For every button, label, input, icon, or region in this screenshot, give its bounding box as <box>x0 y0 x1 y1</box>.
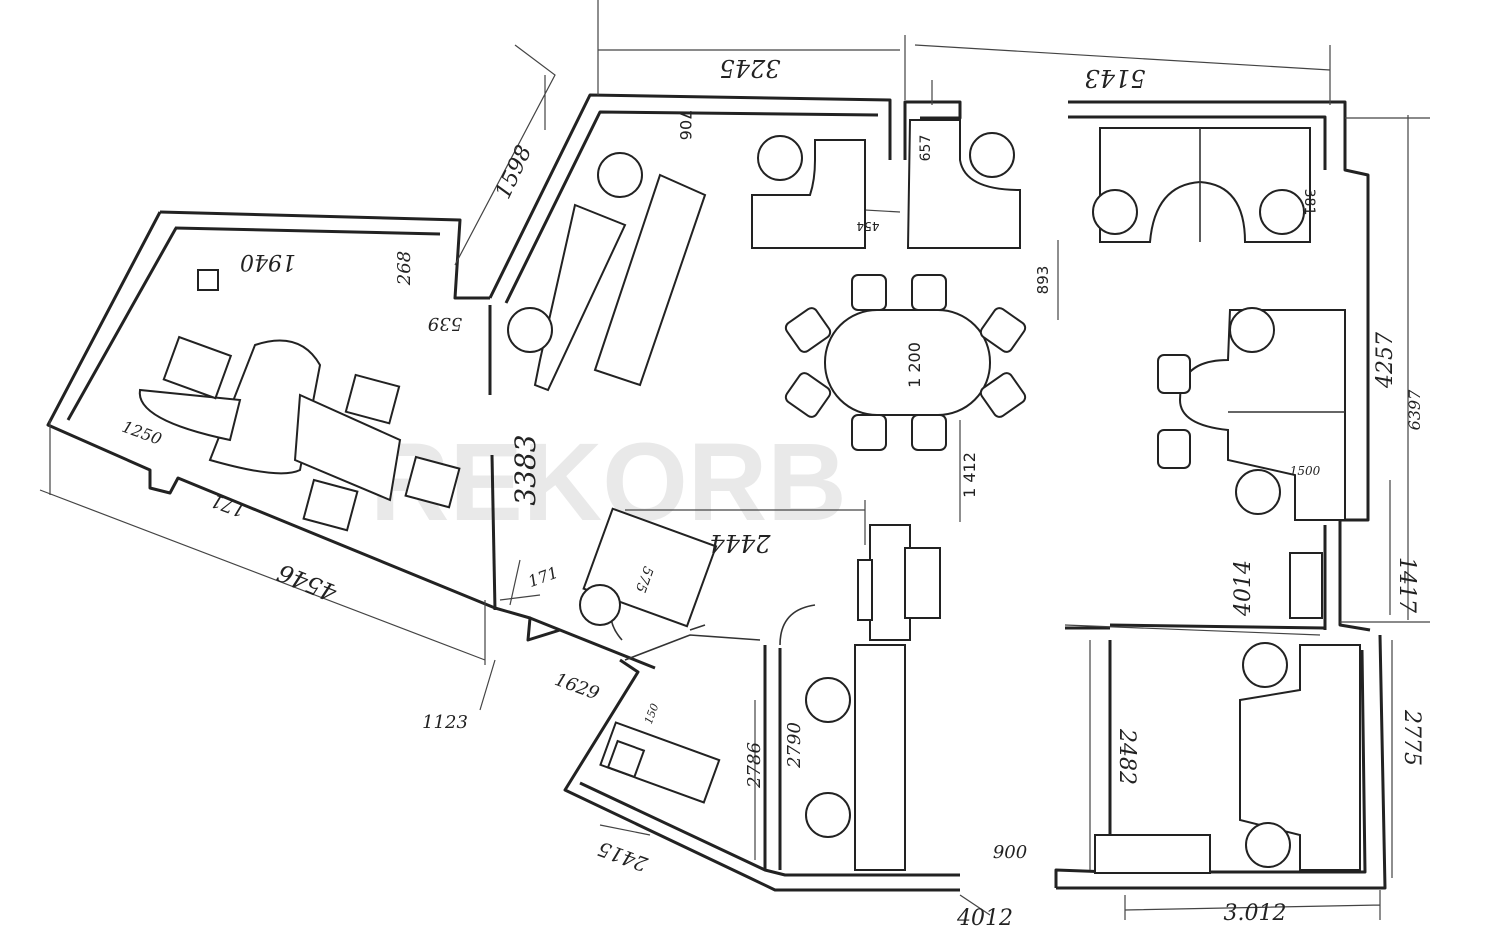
conf-chair-5 <box>784 307 832 353</box>
office-chair-3 <box>757 135 803 181</box>
chair-9 <box>1157 354 1191 394</box>
workstation-group-3 <box>1239 644 1361 871</box>
workstation-group-2 <box>1178 309 1346 521</box>
dim-539: 539 <box>428 313 462 334</box>
conf-chair-2 <box>911 274 947 311</box>
dim-1417: 1417 <box>1394 557 1419 613</box>
office-chair-7 <box>1229 307 1275 353</box>
dim-171-a: 171 <box>208 489 247 520</box>
dim-893: 893 <box>1034 266 1052 295</box>
dim-1500: 1500 <box>1290 464 1321 478</box>
office-chair-12 <box>805 792 851 838</box>
dim-3245: 3245 <box>719 54 780 82</box>
chair-10 <box>1157 429 1191 469</box>
dim-706: 706 <box>676 110 695 141</box>
dim-4014: 4014 <box>1231 560 1256 617</box>
dim-454: 454 <box>857 219 880 233</box>
exterior-walls <box>46 93 1387 892</box>
dim-268: 268 <box>394 251 415 286</box>
dim-4257: 4257 <box>1373 332 1398 389</box>
dim-5143: 5143 <box>1084 64 1145 92</box>
dim-1250: 1250 <box>120 417 165 449</box>
dim-171-b: 171 <box>526 563 561 591</box>
conf-chair-6 <box>784 372 832 418</box>
bottom-right-room-furniture <box>1094 642 1361 874</box>
dim-1412: 1 412 <box>960 452 979 498</box>
dim-6397: 6397 <box>1405 389 1424 431</box>
left-office-furniture <box>138 269 461 532</box>
office-chair-10 <box>1245 822 1291 868</box>
conference-table <box>824 309 991 416</box>
office-chair-11 <box>805 677 851 723</box>
cabinet-2 <box>904 547 941 619</box>
conf-chair-3 <box>851 414 887 451</box>
office-chair-13 <box>579 584 621 626</box>
conf-chair-8 <box>979 372 1027 418</box>
office-chair-8 <box>1235 469 1281 515</box>
desk-run <box>593 173 707 387</box>
sideboard <box>1094 834 1211 874</box>
dim-1629: 1629 <box>552 669 602 704</box>
column-square <box>197 269 219 291</box>
reception-desk <box>208 339 322 475</box>
dim-1123: 1123 <box>422 712 468 733</box>
workstation-right <box>906 119 1021 249</box>
long-desk <box>854 644 906 871</box>
kitchen-sink <box>606 739 646 779</box>
chair-3 <box>302 478 359 532</box>
office-chair-4 <box>969 132 1015 178</box>
dim-150: 150 <box>642 702 661 726</box>
upper-left-office-furniture <box>507 152 707 392</box>
desk-return <box>138 388 242 442</box>
right-upper-workstations <box>1092 127 1311 243</box>
meeting-table <box>293 393 402 502</box>
dim-2482: 2482 <box>1114 728 1139 785</box>
office-chair-9 <box>1242 642 1288 688</box>
office-chair-6 <box>1259 189 1305 235</box>
dim-3012: 3.012 <box>1224 901 1287 926</box>
kitchen-counter <box>599 721 721 804</box>
conference-area <box>784 274 1027 451</box>
dim-1598: 1598 <box>491 142 537 203</box>
dim-2790: 2790 <box>784 722 805 769</box>
bottom-middle-furniture <box>579 507 941 871</box>
office-chair-5 <box>1092 189 1138 235</box>
dim-2775: 2775 <box>1399 709 1424 766</box>
dim-2444: 2444 <box>709 529 771 557</box>
center-workstations <box>751 119 1021 249</box>
cabinet-1 <box>869 524 911 641</box>
dim-3383: 3383 <box>509 434 542 505</box>
dimension-lines <box>39 0 1430 920</box>
dim-381: 381 <box>1301 189 1317 216</box>
conf-chair-7 <box>979 307 1027 353</box>
office-chair-1 <box>597 152 643 198</box>
dim-2786: 2786 <box>744 742 765 789</box>
cabinet-right <box>1289 552 1323 619</box>
right-middle-workstations <box>1157 307 1346 619</box>
conf-chair-4 <box>911 414 947 451</box>
armchair-1 <box>162 335 233 400</box>
dim-900: 900 <box>993 842 1027 863</box>
cabinet-3 <box>857 559 873 621</box>
conf-chair-1 <box>851 274 887 311</box>
dim-4546: 4546 <box>273 558 341 607</box>
chair-1 <box>344 373 401 425</box>
dim-1200: 1 200 <box>905 342 924 388</box>
dim-2415: 2415 <box>595 837 652 877</box>
workstation-left <box>751 139 866 249</box>
dim-4012: 4012 <box>956 906 1013 931</box>
chair-2 <box>404 455 461 509</box>
dim-1940: 1940 <box>240 249 296 274</box>
dim-657: 657 <box>918 135 934 162</box>
office-chair-2 <box>507 307 553 353</box>
